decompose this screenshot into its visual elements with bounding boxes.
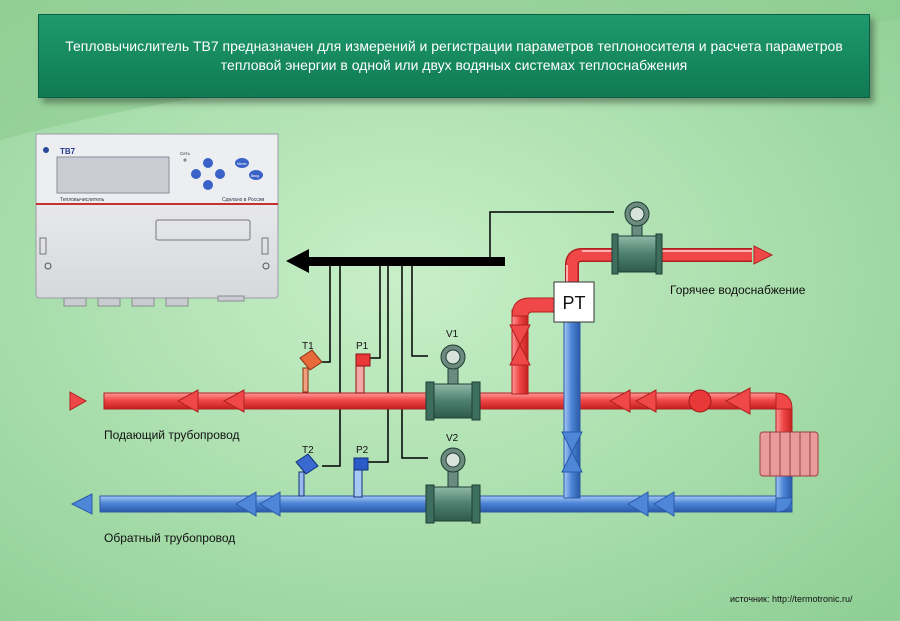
sensor-p2: P2 <box>353 445 369 498</box>
hot-water-pipe <box>565 245 774 312</box>
arrow-left-icon <box>176 389 199 413</box>
return-out-arrow-icon <box>70 493 93 515</box>
t1-label: T1 <box>302 341 314 352</box>
v2-label: V2 <box>446 433 459 444</box>
device-name-label: Тепловычислитель <box>60 197 105 203</box>
sensor-t2: T2 <box>295 445 319 497</box>
arrow-left-icon <box>724 387 751 415</box>
source-link[interactable]: источник: http://termotronic.ru/ <box>730 594 853 604</box>
hot-water-label: Горячее водоснабжение <box>670 283 806 297</box>
flowmeter-v1: V1 <box>425 329 481 421</box>
network-led-icon <box>183 158 187 162</box>
flowmeter-hot-water <box>611 201 663 275</box>
pt-sensor: PT <box>553 281 595 323</box>
v1-label: V1 <box>446 329 459 340</box>
tv7-device: ТВ7 Сеть Меню Ввод Тепловычислитель Сдел… <box>35 133 279 307</box>
title-banner: Тепловычислитель ТВ7 предназначен для из… <box>38 14 870 98</box>
enter-key <box>249 170 263 180</box>
hot-water-arrow-icon <box>753 245 774 265</box>
meter-display-icon <box>445 349 461 365</box>
arrow-left-icon <box>608 389 631 413</box>
sensor-t1: T1 <box>299 341 323 393</box>
sensor-p1: P1 <box>355 341 371 394</box>
p2-label: P2 <box>356 445 369 456</box>
device-logo-icon <box>43 147 49 153</box>
arrow-left-icon <box>235 491 257 517</box>
cable-gland <box>97 297 121 307</box>
arrow-left-icon <box>627 491 649 517</box>
up-key-icon <box>203 158 213 168</box>
pt-label: PT <box>562 293 585 313</box>
t2-label: T2 <box>302 445 314 456</box>
pump-icon <box>688 389 712 413</box>
arrow-left-icon <box>222 389 245 413</box>
menu-key <box>235 158 249 168</box>
radiator-icon <box>759 431 819 477</box>
flowmeter-v2: V2 <box>425 433 481 524</box>
arrow-left-icon <box>259 491 281 517</box>
device-made-label: Сделано в России <box>222 197 265 203</box>
bus-arrow-icon <box>286 249 309 273</box>
cable-gland <box>165 297 189 307</box>
banner-title: Тепловычислитель ТВ7 предназначен для из… <box>65 38 843 73</box>
valve-icon <box>509 343 531 366</box>
valve-icon <box>561 450 583 473</box>
arrow-left-icon <box>653 491 675 517</box>
supply-pipe-label: Подающий трубопровод <box>104 428 240 442</box>
meter-display-icon <box>629 206 645 222</box>
down-key-icon <box>203 180 213 190</box>
device-model: ТВ7 <box>60 147 76 156</box>
screw-icon <box>262 262 270 270</box>
left-key-icon <box>191 169 201 179</box>
p1-label: P1 <box>356 341 369 352</box>
menu-key-label: Меню <box>237 162 247 166</box>
enter-key-label: Ввод <box>251 174 259 178</box>
supply-in-arrow-icon <box>69 391 88 411</box>
signal-bus <box>286 211 614 467</box>
cable-gland <box>63 297 87 307</box>
device-display <box>56 156 170 194</box>
cable-gland <box>131 297 155 307</box>
return-pipe-label: Обратный трубопровод <box>104 531 236 545</box>
valve-icon <box>509 324 531 347</box>
valve-icon <box>561 431 583 454</box>
right-key-icon <box>215 169 225 179</box>
device-network-label: Сеть <box>180 151 191 156</box>
screw-icon <box>44 262 52 270</box>
meter-display-icon <box>445 452 461 468</box>
arrow-left-icon <box>634 389 657 413</box>
